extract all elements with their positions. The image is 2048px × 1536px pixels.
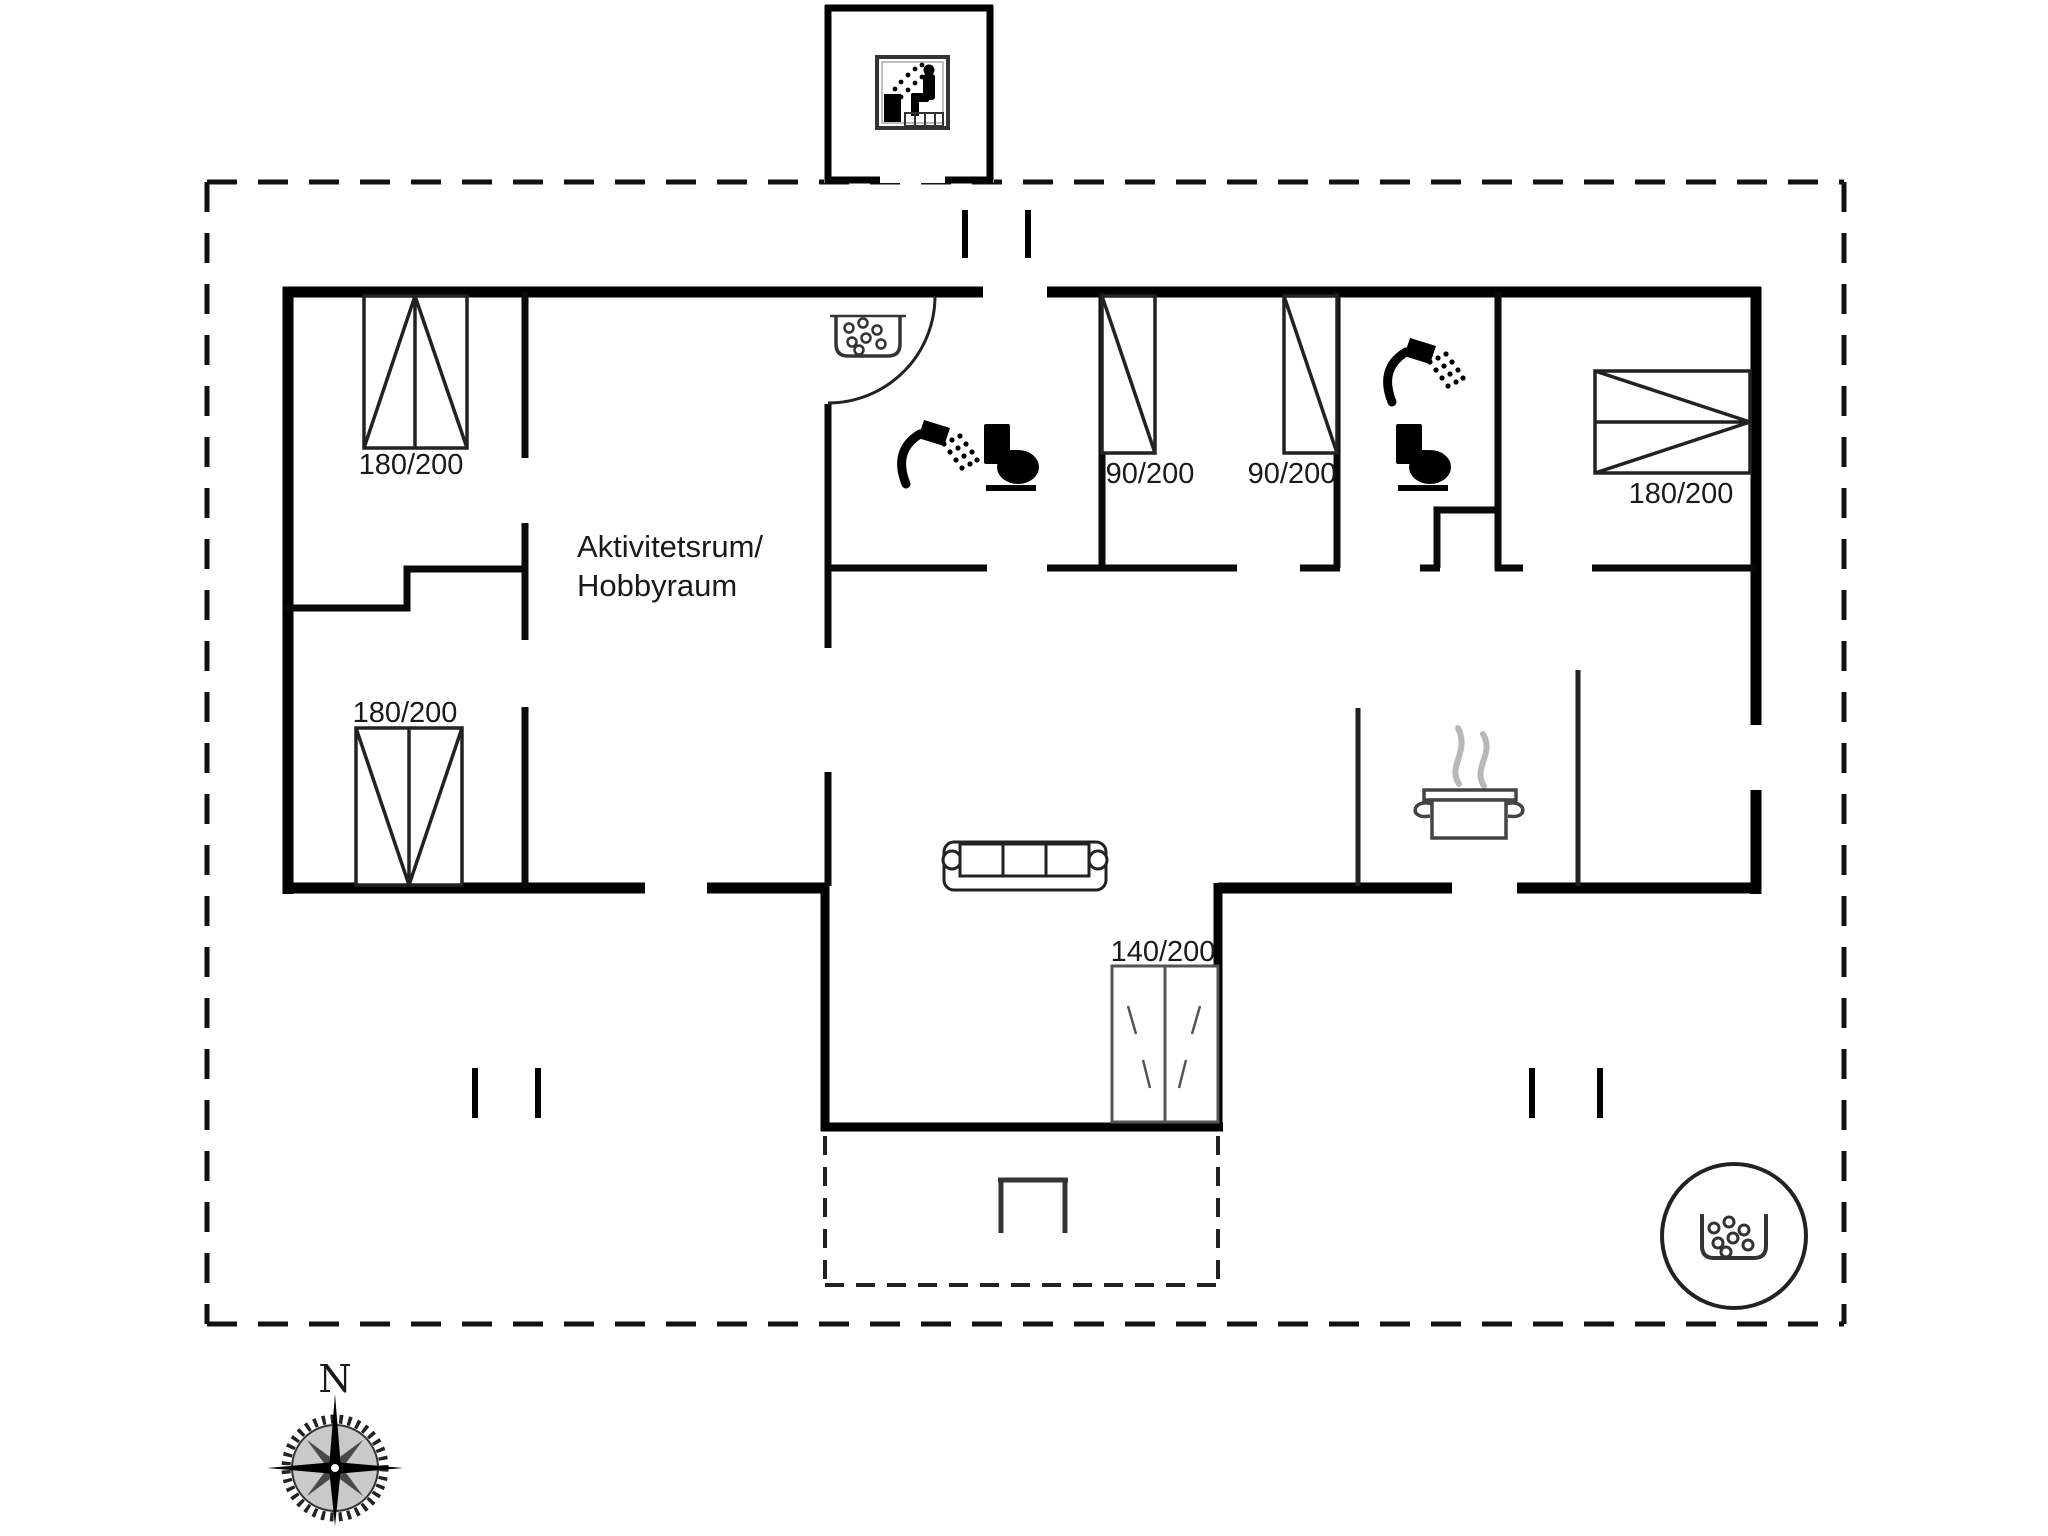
compass-rose-icon: N (267, 1357, 403, 1526)
sauna-annex (824, 4, 994, 184)
bed-double-right (1593, 369, 1752, 475)
dimension-labels: 180/200 180/200 90/200 90/200 180/200 14… (353, 449, 1734, 968)
sofa-icon (941, 840, 1109, 892)
room-label: Aktivitetsrum/ Hobbyraum (577, 529, 763, 603)
post-icon (962, 210, 968, 258)
wall-bedroom-divider-step (286, 565, 525, 612)
exterior-walls (282, 286, 1762, 894)
door-swing-arc (827, 295, 937, 405)
shower-icon (902, 420, 980, 484)
bed-double-top-left (362, 294, 469, 450)
shower-icon (1388, 338, 1466, 402)
interior-walls (286, 292, 1756, 888)
bed-label-right: 180/200 (1629, 478, 1734, 510)
beds (354, 294, 1752, 887)
room-label-line1: Aktivitetsrum/ (577, 529, 763, 564)
post-icon (1597, 1068, 1603, 1118)
post-icon (1529, 1068, 1535, 1118)
roof-posts (472, 1068, 1603, 1118)
sauna-person (911, 64, 935, 116)
bed-label-top-left: 180/200 (359, 449, 464, 481)
dashed-boundary (204, 179, 1847, 1327)
washbasin-icon (830, 314, 906, 358)
cooking-pot-icon (1413, 725, 1525, 840)
bench-icon (998, 1177, 1068, 1233)
whirlpool-icon (1660, 1162, 1808, 1310)
toilet-icon (1396, 424, 1451, 491)
bed-single-left (1100, 294, 1157, 455)
kitchen-partitions (1355, 670, 1581, 886)
sauna-bench (904, 112, 944, 127)
bed-label-small-right: 90/200 (1248, 458, 1337, 490)
sauna-icon (875, 55, 950, 130)
terrace-door-label: 140/200 (1111, 936, 1216, 968)
terrace-door (1110, 964, 1220, 1124)
bed-label-bottom-left: 180/200 (353, 697, 458, 729)
compass-north-label: N (318, 1357, 351, 1401)
entrance-posts (962, 210, 1031, 258)
terrace-dashed-outline (823, 1136, 1220, 1287)
post-icon (535, 1068, 541, 1118)
post-icon (1025, 210, 1031, 258)
bed-double-bottom-left (354, 726, 464, 887)
room-label-line2: Hobbyraum (577, 568, 737, 603)
post-icon (472, 1068, 478, 1118)
bed-label-small-left: 90/200 (1106, 458, 1195, 490)
toilet-icon (984, 424, 1039, 491)
bed-single-right (1282, 294, 1339, 455)
wall-bath2-step (1433, 506, 1498, 568)
